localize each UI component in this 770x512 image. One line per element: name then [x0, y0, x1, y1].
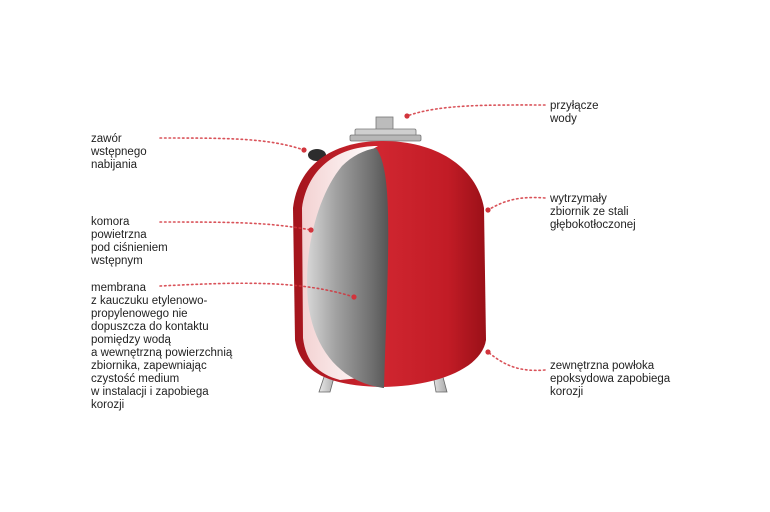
- pointer-precharge-valve: [159, 137, 305, 151]
- label-water-connection: przyłącze wody: [550, 100, 599, 125]
- label-precharge-valve: zawór wstępnego nabijania: [91, 133, 147, 171]
- pointer-water-connection-tip: [404, 113, 410, 119]
- water-connection-fitting: [349, 116, 422, 142]
- rubber-membrane: [307, 148, 389, 388]
- label-air-chamber: komora powietrzna pod ciśnieniem wstępny…: [91, 216, 168, 267]
- pointer-steel-tank: [487, 196, 546, 211]
- pointer-membrane-tip: [351, 294, 357, 300]
- pointer-water-connection: [406, 104, 546, 117]
- pointer-air-chamber-tip: [308, 227, 314, 233]
- label-epoxy-coating: zewnętrzna powłoka epoksydowa zapobiega …: [550, 360, 671, 398]
- pointer-epoxy-coating: [487, 351, 546, 372]
- label-steel-tank: wytrzymały zbiornik ze stali głębokotłoc…: [550, 193, 636, 231]
- label-membrane: membrana z kauczuku etylenowo- propyleno…: [91, 282, 233, 411]
- pointer-precharge-valve-tip: [301, 147, 307, 153]
- pointer-lines: [159, 104, 546, 372]
- pointer-air-chamber: [159, 221, 312, 231]
- pointer-epoxy-coating-tip: [485, 349, 491, 355]
- pointer-membrane: [159, 282, 355, 298]
- pointer-steel-tank-tip: [485, 207, 491, 213]
